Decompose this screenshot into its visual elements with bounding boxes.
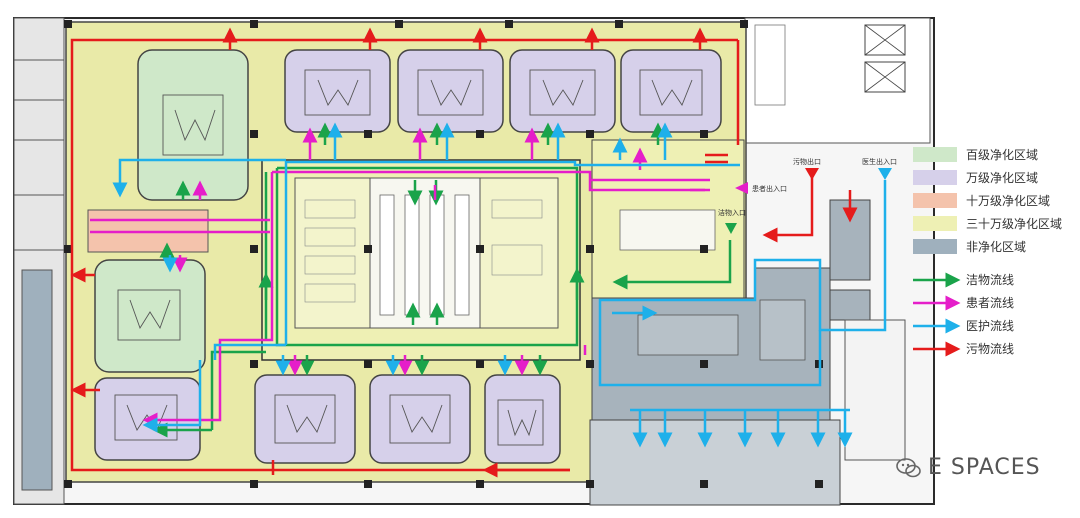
patient-entrance-label: 患者出入口	[752, 184, 787, 193]
watermark-text: E SPACES	[928, 455, 1041, 480]
legend-swatch-class-100000	[913, 193, 957, 208]
chat-bubble-icon	[896, 457, 921, 477]
staff-entrance-label: 医生出入口	[862, 157, 897, 166]
legend-flow-arrows	[913, 272, 961, 357]
watermark: E SPACES	[896, 455, 1041, 480]
dirty-exit-label: 污物出口	[793, 157, 821, 166]
legend-swatch-class-10000	[913, 170, 957, 185]
patient-entrance-arrow	[735, 182, 748, 194]
staff-flow-line	[112, 122, 887, 448]
structural-columns	[64, 20, 823, 488]
entrance-markers: 污物出口 医生出入口 患者出入口 洁物入口	[718, 157, 897, 234]
legend-swatch-non-clean	[913, 239, 957, 254]
legend-label-staff-flow: 医护流线	[966, 319, 1015, 333]
legend-label-clean-flow: 洁物流线	[966, 273, 1015, 287]
legend-swatch-class-100	[913, 147, 957, 162]
legend-label-class-10000: 万级净化区域	[966, 171, 1039, 185]
legend-swatch-class-300000	[913, 216, 957, 231]
right-yellow-wing	[591, 139, 745, 299]
legend-label-patient-flow: 患者流线	[966, 296, 1015, 310]
patient-flow-line	[90, 127, 710, 428]
or-equipment	[114, 69, 703, 446]
legend-label-class-100: 百级净化区域	[966, 148, 1039, 162]
legend-label-class-100000: 十万级净化区域	[966, 194, 1051, 208]
legend-label-dirty-flow: 污物流线	[966, 342, 1015, 356]
legend-label-class-300000: 三十万级净化区域	[966, 217, 1063, 231]
legend-label-non-clean: 非净化区域	[966, 240, 1027, 254]
clean-entrance-label: 洁物入口	[718, 208, 746, 217]
central-core	[261, 159, 581, 361]
clean-flow-line	[152, 122, 732, 438]
dirty-flow-line	[70, 27, 858, 478]
